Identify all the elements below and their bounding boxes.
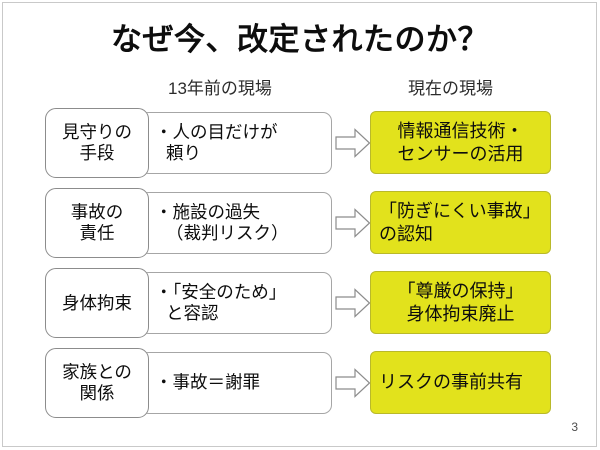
column-header-past: 13年前の現場 (168, 79, 272, 98)
block-arrow-right-icon (335, 368, 371, 398)
block-arrow-right-icon (335, 128, 371, 158)
table-row: ・事故＝謝罪 家族との 関係 リスクの事前共有 (0, 348, 600, 418)
block-arrow-right-icon (335, 288, 371, 318)
page-number: 3 (571, 420, 578, 434)
past-state-box: ・事故＝謝罪 (140, 352, 332, 414)
past-state-text: ・「安全のため」 と容認 (155, 281, 287, 323)
category-label-box: 身体拘束 (45, 268, 149, 338)
table-row: ・人の目だけが 頼り 見守りの 手段 情報通信技術・ センサーの活用 (0, 108, 600, 178)
category-label-text: 事故の 責任 (70, 202, 124, 243)
current-state-box: 「尊厳の保持」 身体拘束廃止 (370, 271, 551, 334)
table-row: ・「安全のため」 と容認 身体拘束 「尊厳の保持」 身体拘束廃止 (0, 268, 600, 338)
category-label-text: 見守りの 手段 (62, 122, 132, 163)
table-row: ・施設の過失 （裁判リスク） 事故の 責任 「防ぎにくい事故」 の認知 (0, 188, 600, 258)
current-state-box: 情報通信技術・ センサーの活用 (370, 111, 551, 174)
category-label-text: 身体拘束 (62, 292, 132, 313)
current-state-box: リスクの事前共有 (370, 351, 551, 414)
current-state-text: 「防ぎにくい事故」 の認知 (379, 201, 541, 244)
category-label-text: 家族との 関係 (62, 362, 132, 403)
category-label-box: 家族との 関係 (45, 348, 149, 418)
past-state-text: ・施設の過失 （裁判リスク） (155, 201, 289, 243)
category-label-box: 事故の 責任 (45, 188, 149, 258)
current-state-text: 情報通信技術・ センサーの活用 (397, 121, 524, 164)
current-state-text: リスクの事前共有 (379, 372, 523, 393)
block-arrow-right-icon (335, 208, 371, 238)
page-title: なぜ今、改定されたのか？ (111, 22, 489, 57)
current-state-box: 「防ぎにくい事故」 の認知 (370, 191, 551, 254)
past-state-box: ・施設の過失 （裁判リスク） (140, 192, 332, 254)
past-state-text: ・人の目だけが 頼り (155, 121, 278, 163)
past-state-text: ・事故＝謝罪 (155, 372, 260, 393)
category-label-box: 見守りの 手段 (45, 108, 149, 178)
past-state-box: ・人の目だけが 頼り (140, 112, 332, 174)
current-state-text: 「尊厳の保持」 身体拘束廃止 (397, 281, 524, 324)
column-header-now: 現在の現場 (408, 79, 493, 98)
past-state-box: ・「安全のため」 と容認 (140, 272, 332, 334)
